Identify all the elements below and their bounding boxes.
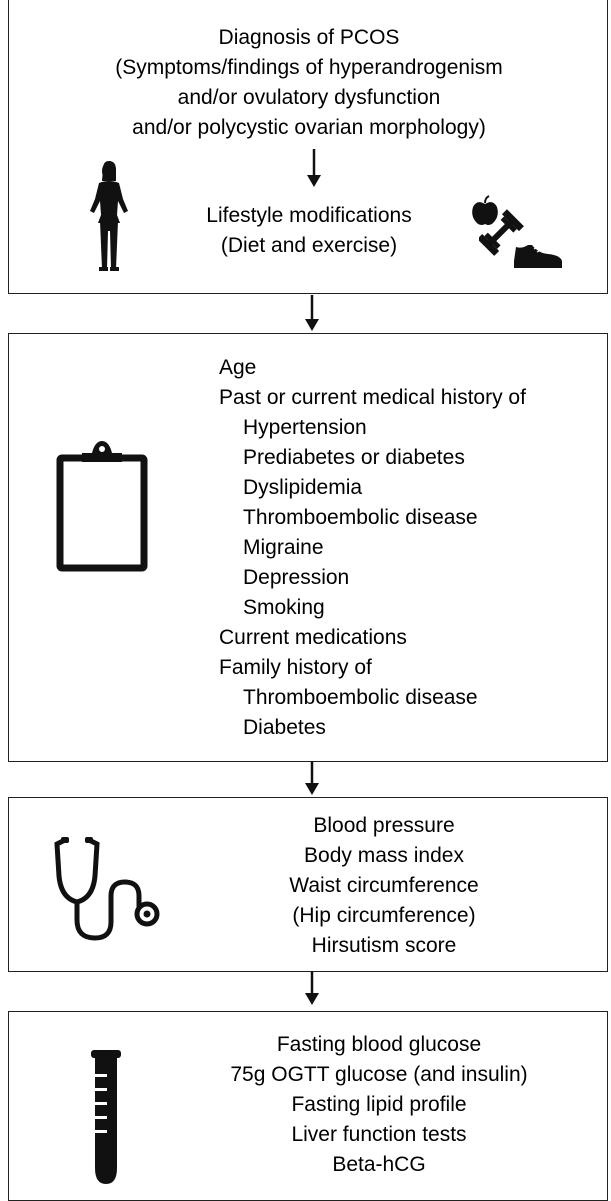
diagnosis-line: (Symptoms/findings of hyperandrogenism <box>115 56 503 79</box>
diagnosis-line: and/or polycystic ovarian morphology) <box>132 116 486 139</box>
lab-test-line: 75g OGTT glucose (and insulin) <box>230 1063 528 1086</box>
down-arrow-icon <box>305 971 319 1005</box>
lifestyle-line: Lifestyle modifications <box>206 204 412 227</box>
history-subitem: Smoking <box>243 596 325 619</box>
history-subitem: Dyslipidemia <box>243 476 363 499</box>
lifestyle-text: Lifestyle modifications (Diet and exerci… <box>9 201 609 261</box>
history-item: Current medications <box>219 626 407 649</box>
lab-test-line: Beta-hCG <box>332 1153 426 1176</box>
diagnosis-text: Diagnosis of PCOS (Symptoms/findings of … <box>9 23 609 143</box>
apple-icon <box>472 195 498 225</box>
exam-text: Blood pressure Body mass index Waist cir… <box>174 811 594 961</box>
lab-test-line: Fasting blood glucose <box>276 1033 482 1056</box>
lab-tests-text: Fasting blood glucose 75g OGTT glucose (… <box>169 1030 589 1180</box>
exam-line: (Hip circumference) <box>292 904 476 927</box>
exam-line: Body mass index <box>304 844 464 867</box>
diagnosis-line: Diagnosis of PCOS <box>218 26 400 49</box>
history-subitem: Prediabetes or diabetes <box>243 446 465 469</box>
down-arrow-icon <box>305 761 319 795</box>
history-subitem: Diabetes <box>243 716 326 739</box>
sneaker-icon <box>514 245 562 268</box>
diagnosis-box: Diagnosis of PCOS (Symptoms/findings of … <box>8 0 608 294</box>
lab-test-line: Liver function tests <box>291 1123 467 1146</box>
diagnosis-line: and/or ovulatory dysfunction <box>177 86 441 109</box>
history-box: Age Past or current medical history of H… <box>8 333 608 762</box>
test-tube-icon <box>91 1050 121 1184</box>
lab-tests-box: Fasting blood glucose 75g OGTT glucose (… <box>8 1011 608 1201</box>
history-subitem: Hypertension <box>243 416 367 439</box>
down-arrow-icon <box>305 295 319 331</box>
history-subitem: Thromboembolic disease <box>243 686 478 709</box>
exam-line: Blood pressure <box>313 814 455 837</box>
down-arrow-icon <box>307 149 321 187</box>
lab-test-line: Fasting lipid profile <box>291 1093 467 1116</box>
exam-box: Blood pressure Body mass index Waist cir… <box>8 797 608 972</box>
history-item: Past or current medical history of <box>219 386 526 409</box>
exam-line: Hirsutism score <box>311 934 457 957</box>
dumbbell-icon <box>479 209 524 256</box>
clipboard-icon <box>56 441 148 572</box>
lifestyle-line: (Diet and exercise) <box>220 234 398 257</box>
history-subitem: Depression <box>243 566 350 589</box>
woman-silhouette-icon <box>90 161 128 271</box>
stethoscope-icon <box>54 837 160 941</box>
history-subitem: Thromboembolic disease <box>243 506 478 529</box>
history-item: Family history of <box>219 656 372 679</box>
exam-line: Waist circumference <box>289 874 479 897</box>
history-subitem: Migraine <box>243 536 324 559</box>
history-item: Age <box>219 356 257 379</box>
